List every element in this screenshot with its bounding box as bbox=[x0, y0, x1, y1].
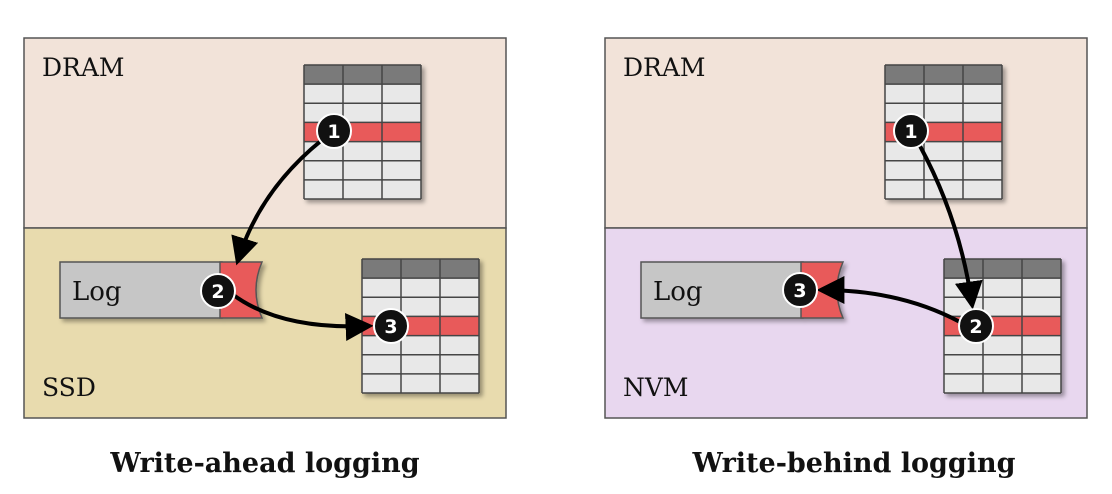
table-row bbox=[304, 179, 421, 199]
table-row bbox=[944, 335, 1061, 355]
arrow-step1-to-step2 bbox=[231, 138, 324, 266]
write-behind-panel: DRAM NVM Log 1 2 3 Write-behind logging bbox=[604, 37, 1088, 479]
table-header-row bbox=[944, 259, 1061, 279]
arrow-step2-to-step3 bbox=[816, 276, 961, 324]
table-row bbox=[885, 179, 1002, 199]
svg-text:2: 2 bbox=[211, 281, 224, 303]
svg-text:3: 3 bbox=[384, 316, 397, 338]
table-row bbox=[304, 141, 421, 161]
nvm-label: NVM bbox=[623, 373, 689, 402]
dram-table bbox=[303, 64, 422, 200]
table-row bbox=[944, 373, 1061, 393]
svg-text:3: 3 bbox=[793, 280, 806, 302]
log-label: Log bbox=[653, 277, 703, 307]
table-row bbox=[304, 84, 421, 104]
table-row bbox=[362, 278, 479, 298]
arrow-step1-to-step2 bbox=[918, 145, 983, 310]
svg-text:2: 2 bbox=[969, 316, 982, 338]
table-row bbox=[944, 278, 1061, 298]
dram-region bbox=[23, 37, 507, 229]
table-header-row bbox=[362, 259, 479, 279]
svg-text:1: 1 bbox=[904, 121, 917, 143]
table-row bbox=[362, 373, 479, 393]
step-marker-2: 2 bbox=[958, 308, 994, 344]
write-ahead-panel: DRAM SSD Log 1 2 3 Write-ahead logging bbox=[23, 37, 507, 479]
table-header-row bbox=[304, 65, 421, 85]
ssd-label: SSD bbox=[42, 373, 96, 402]
arrow-step2-to-step3 bbox=[230, 292, 374, 341]
step-marker-2: 2 bbox=[200, 273, 236, 309]
write-behind-caption: Write-behind logging bbox=[691, 448, 1015, 479]
dram-label: DRAM bbox=[42, 53, 125, 82]
dram-label: DRAM bbox=[623, 53, 706, 82]
table-header-row bbox=[885, 65, 1002, 85]
write-ahead-caption: Write-ahead logging bbox=[109, 448, 419, 479]
table-row bbox=[362, 354, 479, 374]
log-file bbox=[59, 261, 264, 319]
log-label: Log bbox=[72, 277, 122, 307]
step-marker-3: 3 bbox=[782, 272, 818, 308]
dram-region bbox=[604, 37, 1088, 229]
table-row bbox=[885, 160, 1002, 180]
step-marker-3: 3 bbox=[373, 308, 409, 344]
table-row bbox=[944, 297, 1061, 317]
step-marker-1: 1 bbox=[316, 113, 352, 149]
svg-text:1: 1 bbox=[327, 121, 340, 143]
table-row bbox=[944, 354, 1061, 374]
step-marker-1: 1 bbox=[893, 113, 929, 149]
table-row bbox=[885, 84, 1002, 104]
table-row bbox=[304, 160, 421, 180]
